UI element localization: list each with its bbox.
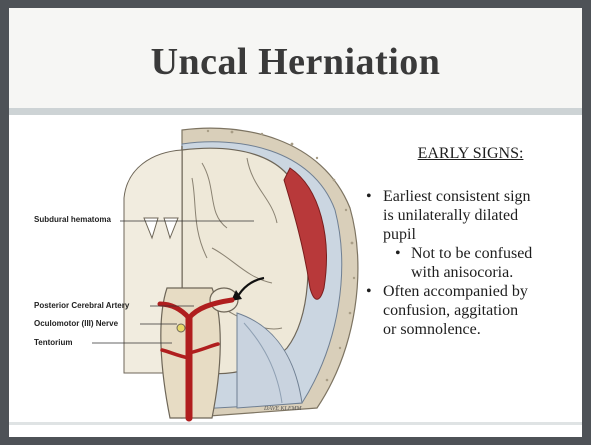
- list-item-line: Often accompanied by: [383, 282, 578, 301]
- list-item-line: or somnolence.: [383, 320, 578, 339]
- list-item: • Often accompanied by confusion, aggita…: [353, 282, 578, 339]
- oculomotor-nerve: [177, 324, 185, 332]
- slide-title: Uncal Herniation: [151, 40, 441, 84]
- list-item-line: pupil: [383, 225, 578, 244]
- illustrator-signature: DAVE KLEMM: [263, 406, 303, 412]
- label-subdural-hematoma: Subdural hematoma: [34, 215, 111, 224]
- early-signs-panel: EARLY SIGNS: • Earliest consistent sign …: [353, 144, 578, 339]
- label-oculomotor-nerve: Oculomotor (III) Nerve: [34, 319, 118, 328]
- footer-divider: [9, 422, 582, 425]
- anatomy-illustration: DAVE KLEMM Subdural hematoma Posterior C…: [32, 118, 362, 423]
- brain-cross-section-drawing: DAVE KLEMM: [32, 118, 362, 423]
- slide: Uncal Herniation: [9, 8, 582, 437]
- list-item-line: Earliest consistent sign: [383, 187, 578, 206]
- early-signs-heading: EARLY SIGNS:: [353, 144, 578, 163]
- sub-list-item-line: Not to be confused: [411, 244, 578, 263]
- bullet-icon: •: [366, 282, 372, 301]
- bullet-icon: •: [395, 244, 401, 263]
- list-item-line: is unilaterally dilated: [383, 206, 578, 225]
- label-tentorium: Tentorium: [34, 338, 73, 347]
- sub-list-item-line: with anisocoria.: [411, 263, 578, 282]
- sub-list-item: • Not to be confused with anisocoria.: [353, 244, 578, 282]
- title-band: Uncal Herniation: [9, 8, 582, 108]
- label-posterior-cerebral-artery: Posterior Cerebral Artery: [34, 301, 129, 310]
- bullet-icon: •: [366, 187, 372, 206]
- title-divider: [9, 108, 582, 115]
- list-item-line: confusion, aggitation: [383, 301, 578, 320]
- list-item: • Earliest consistent sign is unilateral…: [353, 187, 578, 244]
